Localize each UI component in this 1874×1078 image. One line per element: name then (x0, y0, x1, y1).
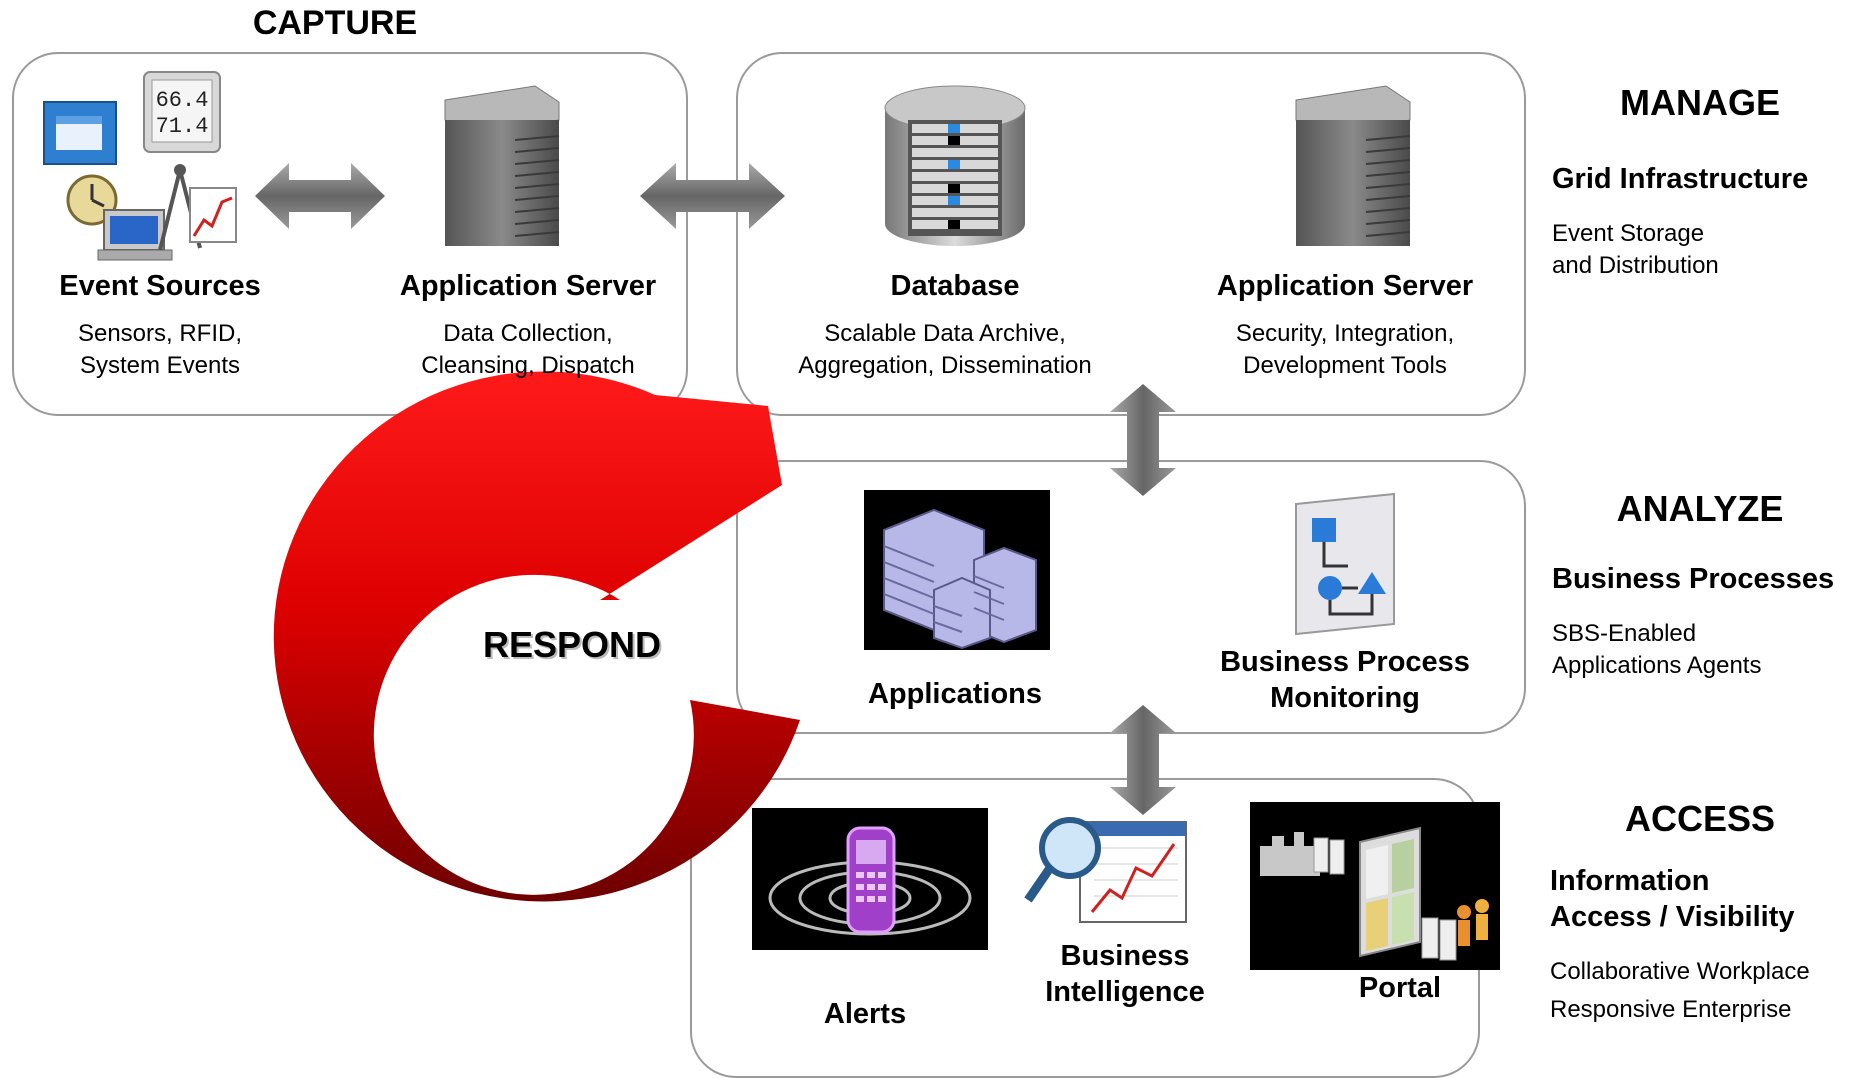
access-sub1: Information (1550, 865, 1710, 897)
capture-app-server-title: Application Server (399, 270, 657, 302)
database-line2: Aggregation, Dissemination (798, 352, 1092, 379)
respond-cycle-arrow (273, 371, 800, 902)
applications-icon (864, 490, 1050, 650)
access-desc2: Responsive Enterprise (1550, 996, 1792, 1023)
capture-manage-double-arrow (640, 163, 785, 229)
analyze-subheading: Business Processes (1552, 563, 1835, 595)
access-desc1: Collaborative Workplace (1550, 958, 1810, 985)
manage-app-server-title: Application Server (1216, 270, 1474, 302)
manage-analyze-double-arrow (1110, 384, 1176, 496)
manage-desc2: and Distribution (1552, 252, 1719, 279)
analyze-access-double-arrow (1110, 705, 1176, 815)
access-heading: ACCESS (1624, 798, 1776, 839)
event-sources-title: Event Sources (59, 270, 261, 302)
respond-text: RESPOND (482, 624, 662, 665)
database-line1: Scalable Data Archive, (824, 320, 1066, 347)
bi-line2: Intelligence (1045, 976, 1205, 1008)
manage-heading: MANAGE (1620, 82, 1780, 123)
capture-server-icon (444, 85, 560, 246)
bi-icon (1024, 817, 1187, 923)
bi-line1: Business (1060, 940, 1190, 972)
access-sub2: Access / Visibility (1550, 901, 1795, 933)
database-icon (884, 85, 1026, 246)
manage-subheading: Grid Infrastructure (1552, 163, 1809, 195)
thermometer-reading-1: 66.4 (156, 88, 209, 113)
manage-server-icon (1295, 85, 1411, 246)
manage-app-server-line1: Security, Integration, (1235, 320, 1455, 347)
alerts-phone-icon (752, 808, 988, 950)
capture-heading: CAPTURE (252, 4, 418, 42)
applications-title: Applications (867, 678, 1042, 710)
capture-double-arrow (255, 163, 385, 229)
analyze-heading: ANALYZE (1616, 488, 1784, 529)
bpm-icon (1295, 492, 1395, 636)
capture-app-server-line1: Data Collection, (443, 320, 613, 347)
portal-title: Portal (1358, 972, 1442, 1004)
capture-panel (12, 52, 688, 416)
manage-app-server-line2: Development Tools (1243, 352, 1447, 379)
analyze-desc1: SBS-Enabled (1552, 620, 1697, 647)
analyze-desc2: Applications Agents (1552, 652, 1762, 679)
capture-app-server-line2: Cleansing, Dispatch (421, 352, 635, 379)
event-sources-icon: 66.4 71.4 (43, 71, 237, 261)
event-sources-line1: Sensors, RFID, (77, 320, 243, 347)
bpm-line2: Monitoring (1270, 682, 1420, 714)
portal-icon (1250, 802, 1500, 970)
bpm-line1: Business Process (1220, 646, 1470, 678)
manage-desc1: Event Storage (1552, 220, 1705, 247)
event-sources-line2: System Events (79, 352, 241, 379)
database-title: Database (890, 270, 1020, 302)
alerts-title: Alerts (823, 998, 907, 1030)
thermometer-reading-2: 71.4 (156, 114, 209, 139)
